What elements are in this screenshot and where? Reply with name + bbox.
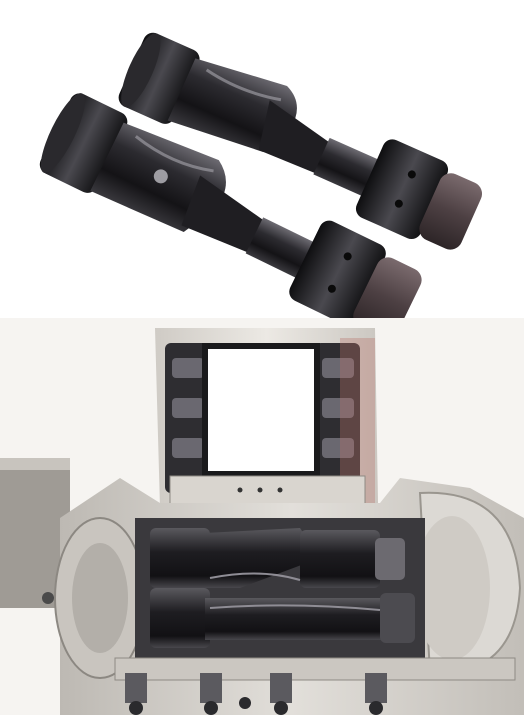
installed-rotor-upper [150,528,405,588]
door-window-frame [202,343,320,477]
rotors-photo [0,0,524,318]
installed-rotor-lower [150,588,415,648]
upper-rotor-end-cap [419,173,483,250]
lower-rotor-shaft [245,217,319,281]
mixer-illustration [0,318,524,715]
lower-rotor-end-cap [353,257,422,318]
base-clamps [114,657,516,715]
open-chamber-door [155,328,378,508]
upper-rotor [118,32,483,250]
rotors-illustration [39,32,483,318]
lower-rotor [39,93,422,318]
mixer-photo [0,318,524,715]
